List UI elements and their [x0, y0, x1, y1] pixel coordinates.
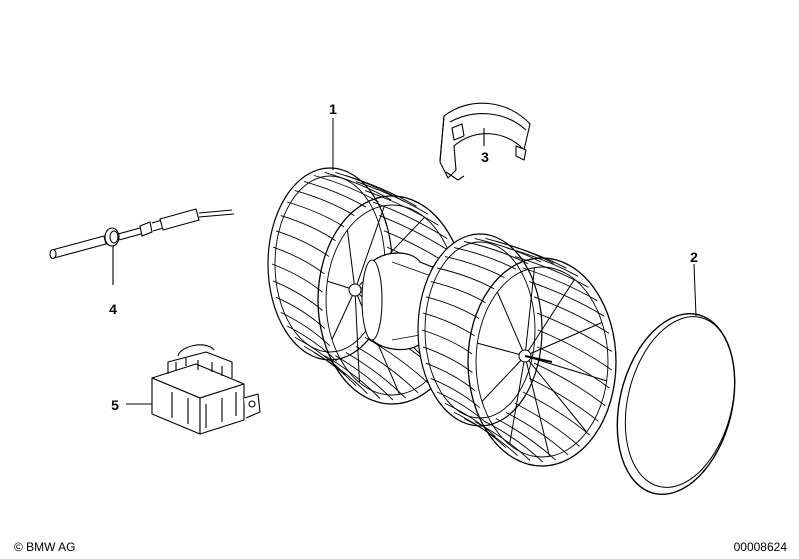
fan-blade [303, 346, 357, 387]
fan-blade [537, 329, 613, 371]
fan-blade [364, 337, 430, 385]
fan-blade [372, 201, 448, 240]
fan-blade [294, 190, 355, 216]
fan-blade [286, 325, 338, 362]
fan-blade [529, 377, 599, 422]
wheel-spoke [346, 229, 356, 291]
wheel-spoke [524, 355, 550, 457]
document-number: 00008624 [733, 540, 787, 554]
part-3-clamp [439, 102, 531, 181]
wheel-spoke [354, 205, 385, 291]
fan-blade [275, 296, 326, 329]
fan-blade [436, 391, 487, 424]
fan-blade [345, 175, 417, 207]
wheel-spoke [524, 279, 575, 357]
wheel-spoke [477, 342, 526, 357]
wheel-spoke [509, 355, 526, 445]
fan-blade [294, 337, 346, 376]
wheel-spoke [524, 355, 607, 382]
copyright-label: © BMW AG [14, 540, 76, 554]
callout-3: 3 [481, 149, 489, 165]
right-wheel-blades [421, 237, 613, 463]
fan-blade [430, 377, 480, 409]
fan-blade [280, 215, 336, 242]
part-4-sensor-cable [49, 208, 235, 285]
fan-blade [345, 352, 407, 399]
fan-blade [436, 267, 495, 290]
fan-blade [522, 391, 591, 436]
fan-blade [355, 346, 419, 394]
fan-blade [505, 247, 579, 277]
fan-blade [533, 296, 610, 334]
fan-blade [495, 241, 567, 269]
fan-blade [425, 362, 476, 391]
fan-blade [303, 181, 367, 208]
fan-blade [444, 256, 505, 278]
fan-blade [422, 346, 473, 373]
fan-blade [505, 412, 569, 456]
fan-blade [536, 346, 610, 389]
fan-blade [533, 362, 606, 406]
wheel-spoke [481, 355, 526, 402]
fan-blade [453, 411, 507, 449]
fan-blade [485, 421, 544, 463]
fan-blade [444, 402, 496, 438]
part-1-blower-assembly [267, 118, 617, 467]
fan-blade [286, 201, 345, 228]
fan-blade [536, 312, 612, 352]
wheel-spoke [331, 289, 356, 340]
callout-4: 4 [109, 301, 117, 317]
fan-blade [272, 280, 323, 311]
callout-2: 2 [690, 249, 698, 265]
fan-blade [463, 418, 518, 457]
wheel-spoke [524, 267, 535, 357]
fan-blade [335, 355, 394, 401]
fan-blade [454, 247, 517, 270]
wheel-spoke [496, 291, 526, 357]
fan-blade [514, 402, 580, 447]
wheel-spoke [354, 289, 360, 383]
wheel-spoke [524, 355, 587, 433]
wheel-spoke [524, 322, 603, 357]
part-5-resistor [126, 344, 261, 435]
part-2-seal-ring [616, 263, 736, 495]
fan-blade [280, 311, 331, 347]
fan-blade [529, 281, 605, 317]
right-wheel-spokes [477, 267, 607, 457]
callout-1: 1 [329, 101, 337, 117]
fan-blade [474, 421, 531, 461]
fan-blade [514, 256, 589, 288]
callout-5: 5 [111, 397, 119, 413]
